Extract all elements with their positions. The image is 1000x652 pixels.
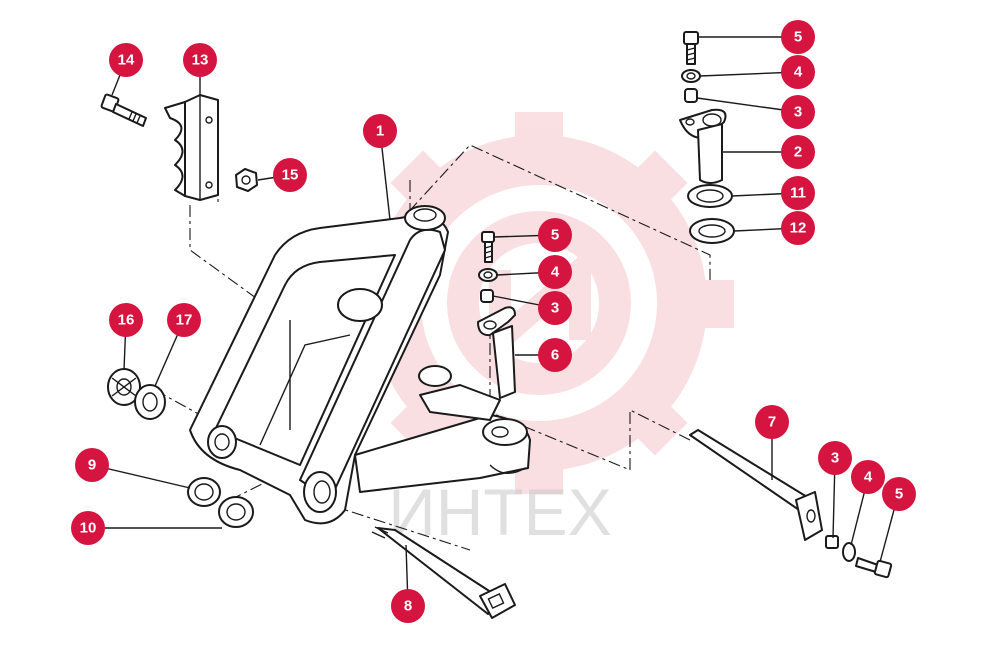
callout-8: 8 (391, 589, 425, 623)
washer-9 (187, 477, 221, 507)
watermark-text: ИНТЕХ (388, 475, 611, 549)
svg-text:3: 3 (831, 450, 839, 467)
callout-16: 16 (109, 303, 143, 337)
callout-3-top: 3 (781, 95, 815, 129)
svg-text:11: 11 (790, 185, 806, 202)
callout-5-right: 5 (882, 477, 916, 511)
hex-nut (235, 168, 258, 192)
svg-text:4: 4 (794, 64, 803, 81)
callout-13: 13 (183, 43, 217, 77)
svg-text:3: 3 (551, 300, 559, 317)
top-pin-assembly (679, 31, 735, 244)
main-frame (189, 205, 531, 525)
callout-1: 1 (363, 114, 397, 148)
washer-10 (218, 496, 254, 528)
callout-12: 12 (781, 211, 815, 245)
spacer-washer (134, 384, 166, 420)
svg-text:4: 4 (864, 469, 873, 486)
lower-pin (371, 526, 516, 619)
svg-text:6: 6 (551, 347, 559, 364)
svg-text:16: 16 (118, 312, 135, 329)
svg-text:15: 15 (282, 167, 299, 184)
callout-11: 11 (781, 176, 815, 210)
hex-bolt (100, 93, 147, 127)
callout-9: 9 (75, 448, 109, 482)
svg-text:3: 3 (794, 104, 802, 121)
svg-text:8: 8 (404, 598, 412, 615)
callout-4-middle: 4 (538, 255, 572, 289)
svg-text:5: 5 (794, 29, 802, 46)
callout-3-middle: 3 (538, 291, 572, 325)
long-pin (689, 429, 893, 579)
callout-6: 6 (538, 338, 572, 372)
callout-4-right: 4 (851, 460, 885, 494)
middle-pin-assembly (477, 231, 516, 399)
callout-4-top: 4 (781, 55, 815, 89)
svg-text:1: 1 (376, 123, 384, 140)
svg-text:14: 14 (118, 52, 135, 69)
callout-17: 17 (167, 303, 201, 337)
svg-text:5: 5 (895, 486, 903, 503)
svg-text:13: 13 (192, 52, 209, 69)
svg-text:2: 2 (794, 144, 802, 161)
callout-15: 15 (273, 158, 307, 192)
callouts: 1 2 3 3 3 4 4 4 5 5 5 6 7 8 9 10 11 12 1… (71, 20, 916, 623)
callout-14: 14 (109, 43, 143, 77)
callout-7: 7 (755, 405, 789, 439)
clamp-block (164, 94, 219, 201)
svg-text:9: 9 (88, 457, 96, 474)
callout-10: 10 (71, 511, 105, 545)
callout-5-middle: 5 (538, 218, 572, 252)
svg-text:17: 17 (176, 312, 193, 329)
callout-2: 2 (781, 135, 815, 169)
callout-5-top: 5 (781, 20, 815, 54)
svg-text:4: 4 (551, 264, 560, 281)
svg-text:12: 12 (790, 220, 807, 237)
svg-text:5: 5 (551, 227, 559, 244)
svg-text:10: 10 (80, 520, 97, 537)
svg-text:7: 7 (768, 414, 776, 431)
callout-3-right: 3 (818, 441, 852, 475)
